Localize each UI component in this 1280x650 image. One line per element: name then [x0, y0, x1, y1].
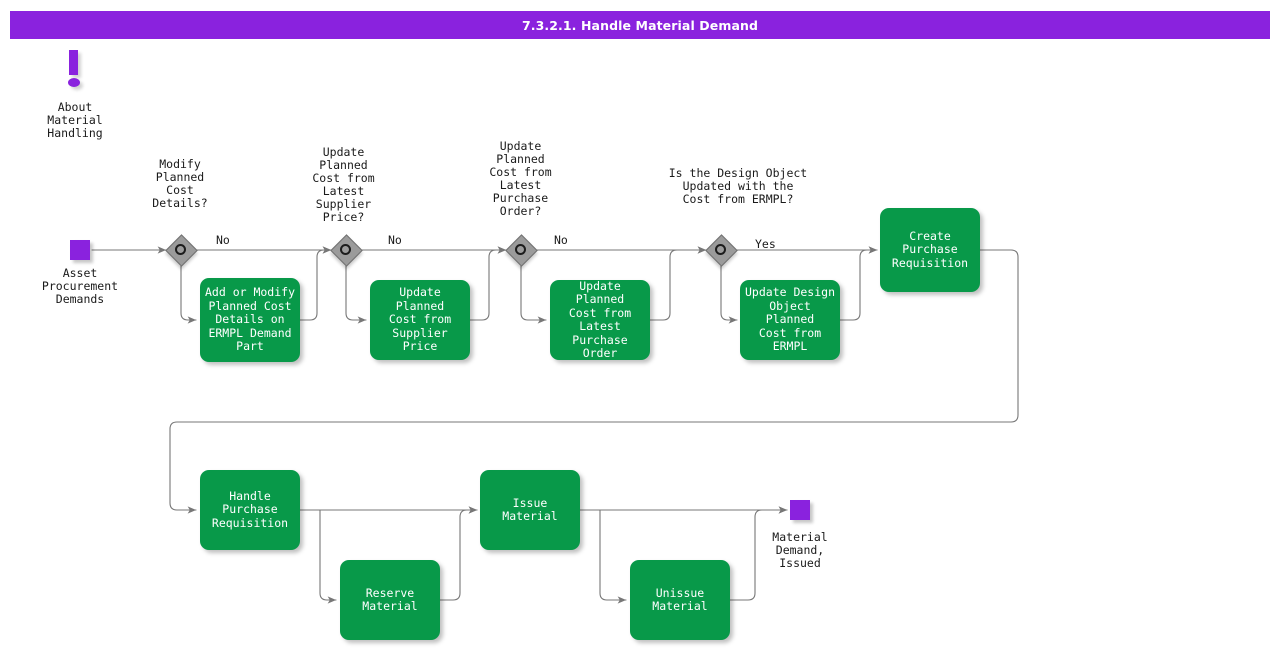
exclamation-dot: [68, 78, 80, 87]
gateway-update-cost-supplier-price[interactable]: [330, 234, 363, 267]
gateway-question-3: Update Planned Cost from Latest Purchase…: [489, 139, 552, 218]
gateway-ring-icon: [175, 244, 186, 255]
task-create-purchase-requisition[interactable]: Create Purchase Requisition: [880, 208, 980, 292]
gateway-design-object-updated[interactable]: [705, 234, 738, 267]
gateway-ring-icon: [515, 244, 526, 255]
edge-label-2: No: [388, 233, 402, 247]
task-reserve-material[interactable]: Reserve Material: [340, 560, 440, 640]
exclamation-icon: [66, 50, 86, 88]
task-unissue-material[interactable]: Unissue Material: [630, 560, 730, 640]
gateway-modify-planned-cost-details[interactable]: [165, 234, 198, 267]
end-event-label: Material Demand, Issued: [772, 530, 828, 570]
edge-label-1: No: [216, 233, 230, 247]
task-update-planned-cost-supplier-price[interactable]: Update Planned Cost from Supplier Price: [370, 280, 470, 360]
task-add-or-modify-planned-cost-details[interactable]: Add or Modify Planned Cost Details on ER…: [200, 278, 300, 362]
start-event-asset-procurement-demands[interactable]: [70, 240, 90, 260]
page-title-bar: 7.3.2.1. Handle Material Demand: [10, 11, 1270, 39]
exclamation-bar: [69, 50, 78, 75]
note-label: About Material Handling: [47, 100, 103, 140]
edge-label-3: No: [554, 233, 568, 247]
task-handle-purchase-requisition[interactable]: Handle Purchase Requisition: [200, 470, 300, 550]
gateway-question-4: Is the Design Object Updated with the Co…: [668, 166, 808, 206]
task-update-planned-cost-latest-purchase-order[interactable]: Update Planned Cost from Latest Purchase…: [550, 279, 650, 360]
gateway-ring-icon: [340, 244, 351, 255]
gateway-question-1: Modify Planned Cost Details?: [152, 157, 208, 210]
page-title: 7.3.2.1. Handle Material Demand: [521, 17, 759, 33]
task-issue-material[interactable]: Issue Material: [480, 470, 580, 550]
task-update-design-object-planned-cost[interactable]: Update Design Object Planned Cost from E…: [740, 280, 840, 360]
end-event-material-demand-issued[interactable]: [790, 500, 810, 520]
edge-label-4: Yes: [755, 237, 776, 251]
gateway-update-cost-purchase-order[interactable]: [505, 234, 538, 267]
start-event-label: Asset Procurement Demands: [41, 266, 119, 306]
gateway-ring-icon: [715, 244, 726, 255]
gateway-question-2: Update Planned Cost from Latest Supplier…: [312, 145, 375, 224]
